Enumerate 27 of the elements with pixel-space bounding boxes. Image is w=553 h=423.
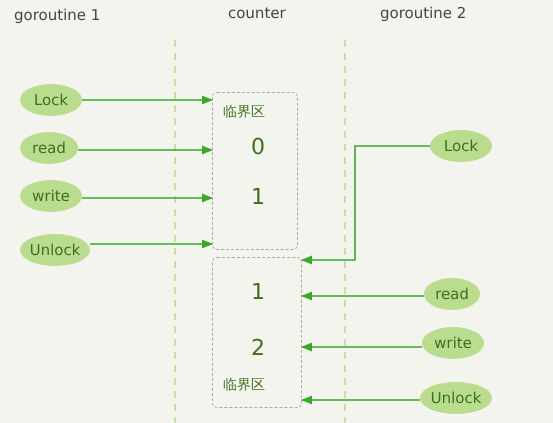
arrow [82, 96, 214, 104]
step-ellipse: Unlock [420, 382, 492, 414]
counter-value: 2 [251, 336, 265, 361]
arrow [300, 145, 430, 264]
step-ellipse: read [20, 132, 78, 164]
step-ellipse: write [20, 180, 82, 212]
step-ellipse: Lock [20, 84, 82, 116]
counter-value: 1 [251, 185, 265, 210]
step-ellipse: Lock [430, 130, 492, 162]
arrow [82, 194, 214, 202]
arrow [300, 292, 424, 300]
counter-value: 0 [251, 135, 265, 160]
arrow [78, 146, 214, 154]
critical-section-box [212, 92, 298, 250]
arrow [300, 396, 420, 404]
section-label: 临界区 [223, 376, 265, 394]
critical-section-box [212, 257, 302, 408]
column-header: goroutine 1 [14, 6, 100, 24]
step-ellipse: Unlock [20, 234, 90, 266]
counter-value: 1 [251, 280, 265, 305]
arrow [300, 342, 422, 352]
column-header: counter [228, 4, 286, 22]
section-label: 临界区 [223, 103, 265, 121]
step-ellipse: read [424, 278, 480, 310]
step-ellipse: write [422, 327, 484, 359]
column-header: goroutine 2 [380, 4, 466, 22]
arrow [90, 240, 214, 248]
